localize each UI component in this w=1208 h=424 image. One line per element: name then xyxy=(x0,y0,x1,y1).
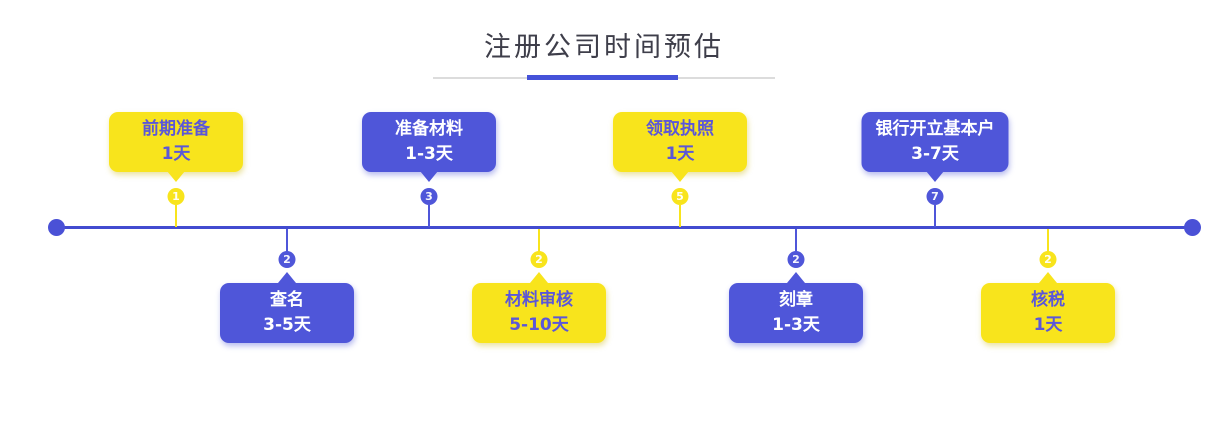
timeline-axis xyxy=(56,226,1192,229)
event-bubble: 材料审核 5-10天 xyxy=(472,283,606,343)
step-number-badge: 1 xyxy=(167,188,185,205)
event-label: 银行开立基本户 xyxy=(875,119,995,139)
event-duration: 3-5天 xyxy=(263,315,311,335)
event-bubble: 查名 3-5天 xyxy=(220,283,354,343)
step-number-badge: 3 xyxy=(420,188,438,205)
page-title: 注册公司时间预估 xyxy=(484,32,724,63)
event-connector-line xyxy=(428,205,430,227)
bubble-tail xyxy=(278,272,296,283)
bubble-tail xyxy=(926,171,944,182)
event-label: 材料审核 xyxy=(505,290,573,310)
event-duration: 1天 xyxy=(161,144,191,164)
event-bubble: 准备材料 1-3天 xyxy=(362,112,496,172)
bubble-tail xyxy=(167,171,185,182)
event-bubble: 前期准备 1天 xyxy=(109,112,243,172)
event-duration: 1-3天 xyxy=(405,144,453,164)
event-connector-line xyxy=(679,205,681,227)
step-number-badge: 5 xyxy=(671,188,689,205)
event-label: 领取执照 xyxy=(646,119,714,139)
event-label: 刻章 xyxy=(779,290,813,310)
event-connector-line xyxy=(286,229,288,252)
bubble-tail xyxy=(1039,272,1057,283)
event-label: 准备材料 xyxy=(395,119,463,139)
event-connector-line xyxy=(175,205,177,227)
event-connector-line xyxy=(538,229,540,252)
bubble-tail xyxy=(530,272,548,283)
event-duration: 5-10天 xyxy=(509,315,569,335)
event-label: 查名 xyxy=(270,290,304,310)
step-number-badge: 2 xyxy=(530,251,548,268)
event-duration: 3-7天 xyxy=(911,144,959,164)
bubble-tail xyxy=(420,171,438,182)
bubble-tail xyxy=(787,272,805,283)
event-connector-line xyxy=(1047,229,1049,252)
step-number-badge: 7 xyxy=(926,188,944,205)
axis-endpoint-right-dot xyxy=(1184,219,1201,236)
step-number-badge: 2 xyxy=(278,251,296,268)
event-bubble: 核税 1天 xyxy=(981,283,1115,343)
event-label: 前期准备 xyxy=(142,119,210,139)
step-number-badge: 2 xyxy=(787,251,805,268)
event-duration: 1天 xyxy=(1033,315,1063,335)
event-label: 核税 xyxy=(1031,290,1065,310)
bubble-tail xyxy=(671,171,689,182)
event-connector-line xyxy=(795,229,797,252)
event-bubble: 银行开立基本户 3-7天 xyxy=(861,112,1009,172)
axis-endpoint-left-dot xyxy=(48,219,65,236)
step-number-badge: 2 xyxy=(1039,251,1057,268)
event-duration: 1-3天 xyxy=(772,315,820,335)
event-connector-line xyxy=(934,205,936,227)
event-bubble: 刻章 1-3天 xyxy=(729,283,863,343)
event-duration: 1天 xyxy=(665,144,695,164)
title-underline-accent xyxy=(527,75,678,80)
event-bubble: 领取执照 1天 xyxy=(613,112,747,172)
